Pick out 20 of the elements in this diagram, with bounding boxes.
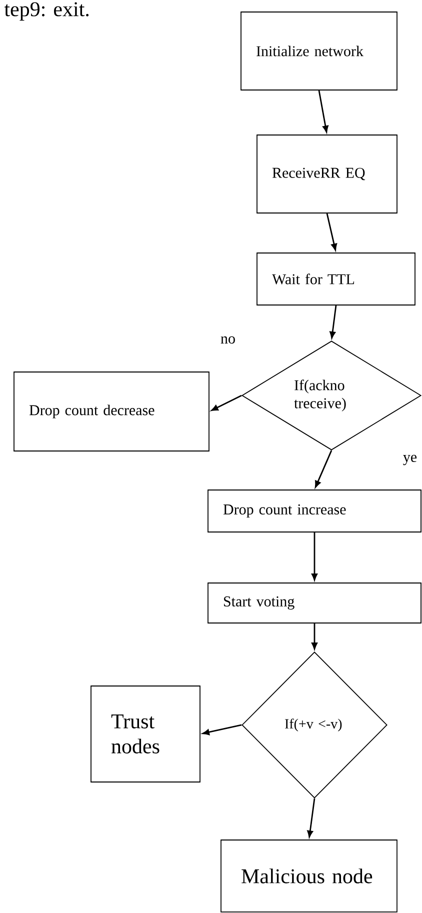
arrow <box>211 394 242 411</box>
arrow <box>326 213 338 251</box>
process-box: Wait for TTL <box>256 252 416 306</box>
edge-label: ye <box>402 454 418 466</box>
process-box: Drop count increase <box>208 490 422 532</box>
process-box: Malicious node <box>220 840 398 912</box>
process-box: Start voting <box>208 582 422 624</box>
arrow <box>318 90 328 132</box>
heading-text: tep9: exit. <box>4 2 89 21</box>
process-box: ReceiveRR EQ <box>256 134 398 214</box>
edge-label: no <box>220 335 236 345</box>
arrow <box>314 450 332 488</box>
process-box: Drop count decrease <box>14 372 210 452</box>
arrow <box>202 724 242 736</box>
arrow <box>312 532 318 580</box>
arrow <box>330 305 337 338</box>
process-box: Trust nodes <box>90 686 200 782</box>
arrow <box>307 798 316 838</box>
arrow <box>312 623 318 650</box>
process-box: Initialize network <box>240 12 398 90</box>
